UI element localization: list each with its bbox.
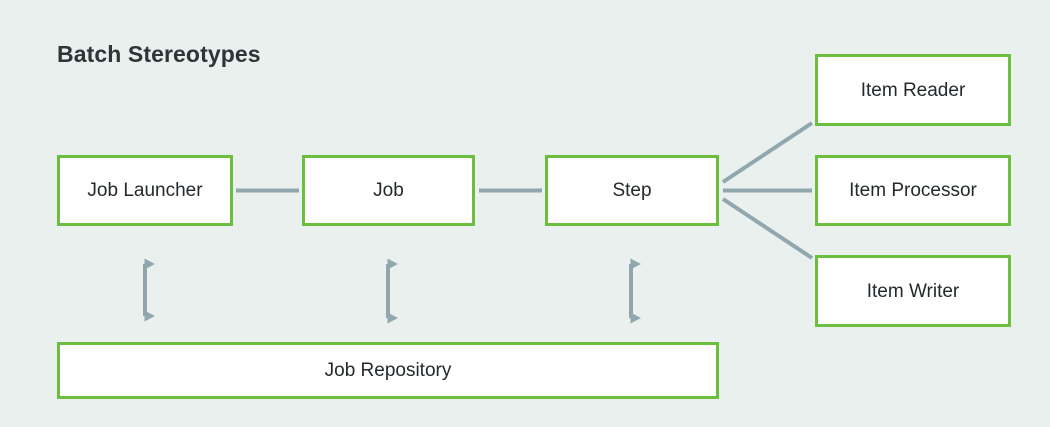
page-title: Batch Stereotypes [57,41,261,67]
node-label-item-writer: Item Writer [866,280,960,302]
node-item-processor[interactable]: Item Processor [815,155,1011,226]
node-job-launcher[interactable]: Job Launcher [57,155,233,226]
node-label-job-repository: Job Repository [324,360,452,381]
node-item-writer[interactable]: Item Writer [815,255,1011,327]
node-label-job: Job [373,180,404,201]
node-step[interactable]: Step [545,155,719,226]
node-label-job-launcher: Job Launcher [87,180,203,201]
node-item-reader[interactable]: Item Reader [815,54,1011,126]
node-label-item-reader: Item Reader [860,79,966,101]
node-job-repository[interactable]: Job Repository [57,342,719,399]
node-job[interactable]: Job [302,155,475,226]
node-label-item-processor: Item Processor [849,180,977,201]
node-label-step: Step [612,180,652,201]
